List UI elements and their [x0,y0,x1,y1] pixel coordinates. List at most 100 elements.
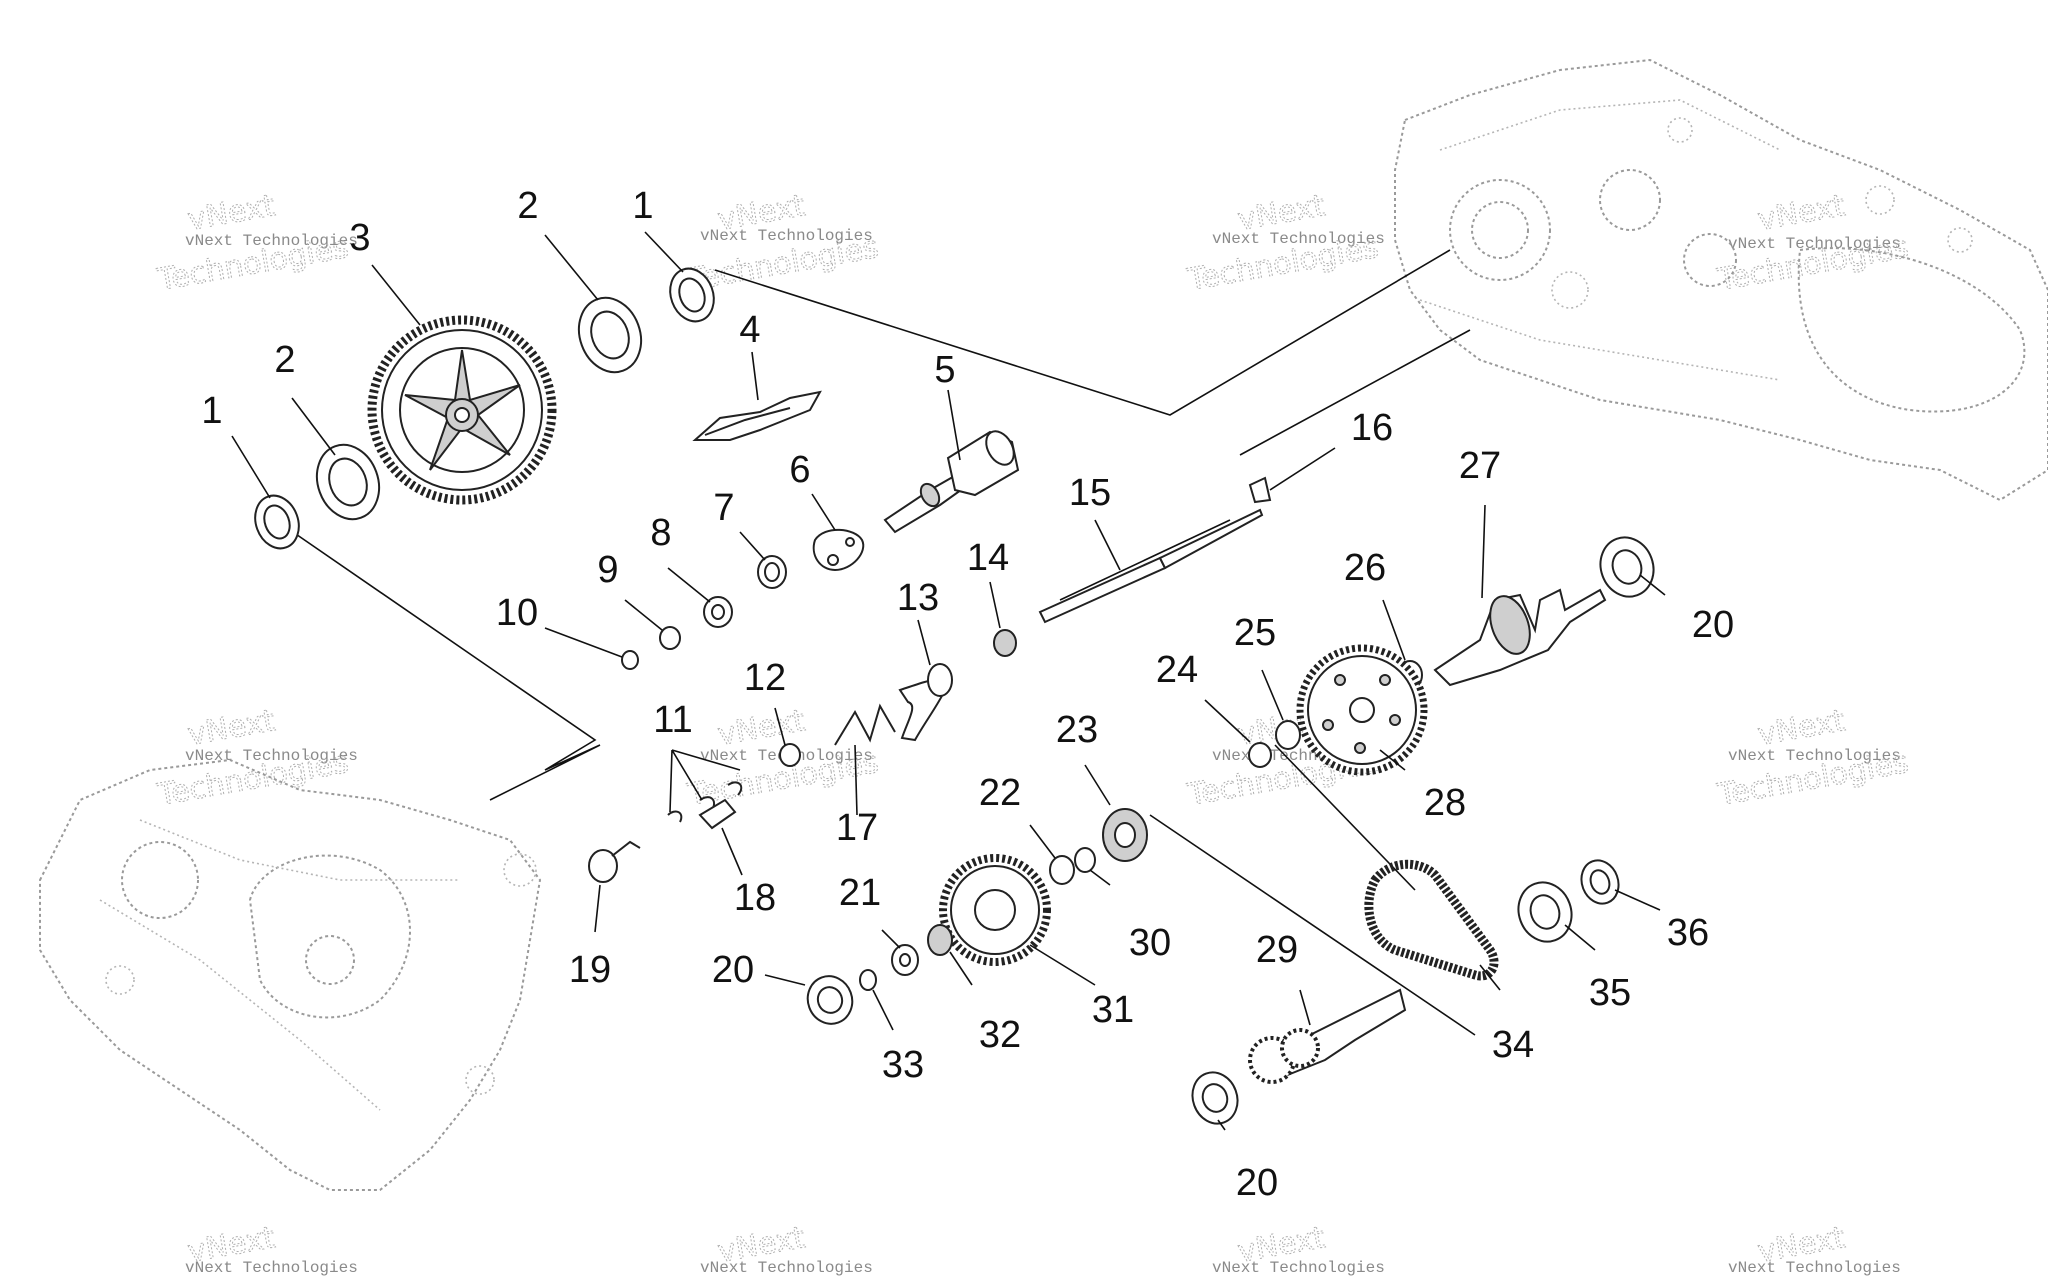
svg-text:vNext Technologies: vNext Technologies [700,1259,873,1277]
leader-lines [231,231,1666,1131]
part-19-return-spring [588,840,641,883]
svg-text:vNext Technologies: vNext Technologies [185,1259,358,1277]
left-crankcase-housing [39,758,542,1191]
callout-5: 5 [934,349,955,391]
callout-2-left: 2 [274,339,295,381]
callout-1-left: 1 [201,390,222,432]
callout-15: 15 [1069,472,1111,514]
callout-35: 35 [1589,972,1631,1014]
callout-36: 36 [1667,912,1709,954]
svg-text:vNext: vNext [185,188,278,238]
part-25-washer [1275,720,1301,750]
callout-9: 9 [597,549,618,591]
callout-27: 27 [1459,445,1501,487]
callout-3: 3 [349,217,370,259]
part-13-shift-fork [898,663,953,742]
watermark-5: vNext vNext Technologies Technologies [154,703,358,814]
part-21-thrust-washer [891,944,919,976]
callout-2-right: 2 [517,185,538,227]
callout-7: 7 [713,487,734,529]
part-14-needle-bearing [993,629,1017,657]
callout-20-left: 20 [712,949,754,991]
svg-text:vNext: vNext [185,703,278,753]
svg-text:vNext Technologies: vNext Technologies [185,747,358,765]
callout-24: 24 [1156,649,1198,691]
svg-text:vNext Technologies: vNext Technologies [1212,230,1385,248]
part-1-oil-seal-right [669,267,715,323]
svg-text:vNext: vNext [1755,188,1848,238]
part-31-idler-gear [939,854,1051,966]
part-32-needle-bearing [927,924,953,956]
callout-28: 28 [1424,782,1466,824]
svg-text:vNext Technologies: vNext Technologies [700,227,873,245]
callout-11: 11 [653,699,692,741]
right-crankcase-housing [1394,58,2048,502]
part-17-spring [834,703,896,746]
part-10-small-ring [621,650,639,670]
callout-1-right: 1 [632,185,653,227]
callout-29: 29 [1256,929,1298,971]
part-7-star-washer [757,555,787,589]
callout-33: 33 [882,1044,924,1086]
watermark-10: vNext vNext Technologies [700,1220,873,1277]
callout-10: 10 [496,592,538,634]
part-36-oil-seal [1580,859,1620,905]
part-4-guide-plate [692,390,822,441]
callout-17: 17 [836,807,878,849]
part-18-shift-arm [698,798,737,830]
part-2-bearing-right [577,296,643,374]
callout-18: 18 [734,877,776,919]
callout-22: 22 [979,772,1021,814]
callout-6: 6 [789,449,810,491]
callout-labels: 1 2 3 2 1 4 5 6 7 8 9 10 11 12 13 14 15 … [201,185,1734,1204]
callout-21: 21 [839,872,881,914]
svg-text:vNext Technologies: vNext Technologies [1212,1259,1385,1277]
part-30-washer [1074,847,1096,873]
watermark-3: vNext vNext Technologies Technologies [1184,188,1385,299]
part-9-circlip [659,626,681,650]
part-22-washer [1049,855,1075,885]
part-33-circlip [859,969,877,991]
callout-20-bottom: 20 [1236,1162,1278,1204]
part-20-bearing-b [806,975,854,1025]
part-28-sprocket-gear [1296,644,1428,776]
part-20-bearing-a [1599,536,1655,598]
watermark-4: vNext vNext Technologies Technologies [1714,188,1912,299]
part-6-detent-plate [812,528,865,572]
part-15-shift-shaft [1038,508,1264,624]
callout-13: 13 [897,577,939,619]
part-24-bushing [1248,742,1272,768]
part-16-retainer [1248,476,1272,504]
callout-8: 8 [650,512,671,554]
callout-16: 16 [1351,407,1393,449]
svg-text:vNext: vNext [1755,703,1848,753]
part-23-dog-clutch [1102,808,1148,862]
watermark-12: vNext vNext Technologies [1728,1220,1901,1277]
watermark-1: vNext vNext Technologies Technologies [154,188,358,299]
callout-4: 4 [739,309,760,351]
svg-text:vNext Technologies: vNext Technologies [1728,747,1901,765]
part-20-bearing-c [1191,1071,1239,1125]
part-5-shift-drum [883,430,1020,534]
part-2-bearing-left [315,443,381,521]
callout-32: 32 [979,1014,1021,1056]
callout-12: 12 [744,657,786,699]
callout-31: 31 [1092,989,1134,1031]
svg-text:vNext Technologies: vNext Technologies [1728,235,1901,253]
callout-19: 19 [569,949,611,991]
callout-20-top: 20 [1692,604,1734,646]
part-1-oil-seal-left [254,494,300,550]
svg-text:vNext Technologies: vNext Technologies [1728,1259,1901,1277]
watermark-9: vNext vNext Technologies [185,1220,358,1277]
callout-23: 23 [1056,709,1098,751]
svg-text:vNext Technologies: vNext Technologies [185,232,358,250]
part-3-driven-gear [367,315,557,505]
callout-34: 34 [1492,1024,1534,1066]
callout-14: 14 [967,537,1009,579]
part-12-bushing [779,743,801,767]
callout-25: 25 [1234,612,1276,654]
callout-26: 26 [1344,547,1386,589]
watermark-11: vNext vNext Technologies [1212,1220,1385,1277]
watermark-2: vNext vNext Technologies Technologies [684,188,882,299]
